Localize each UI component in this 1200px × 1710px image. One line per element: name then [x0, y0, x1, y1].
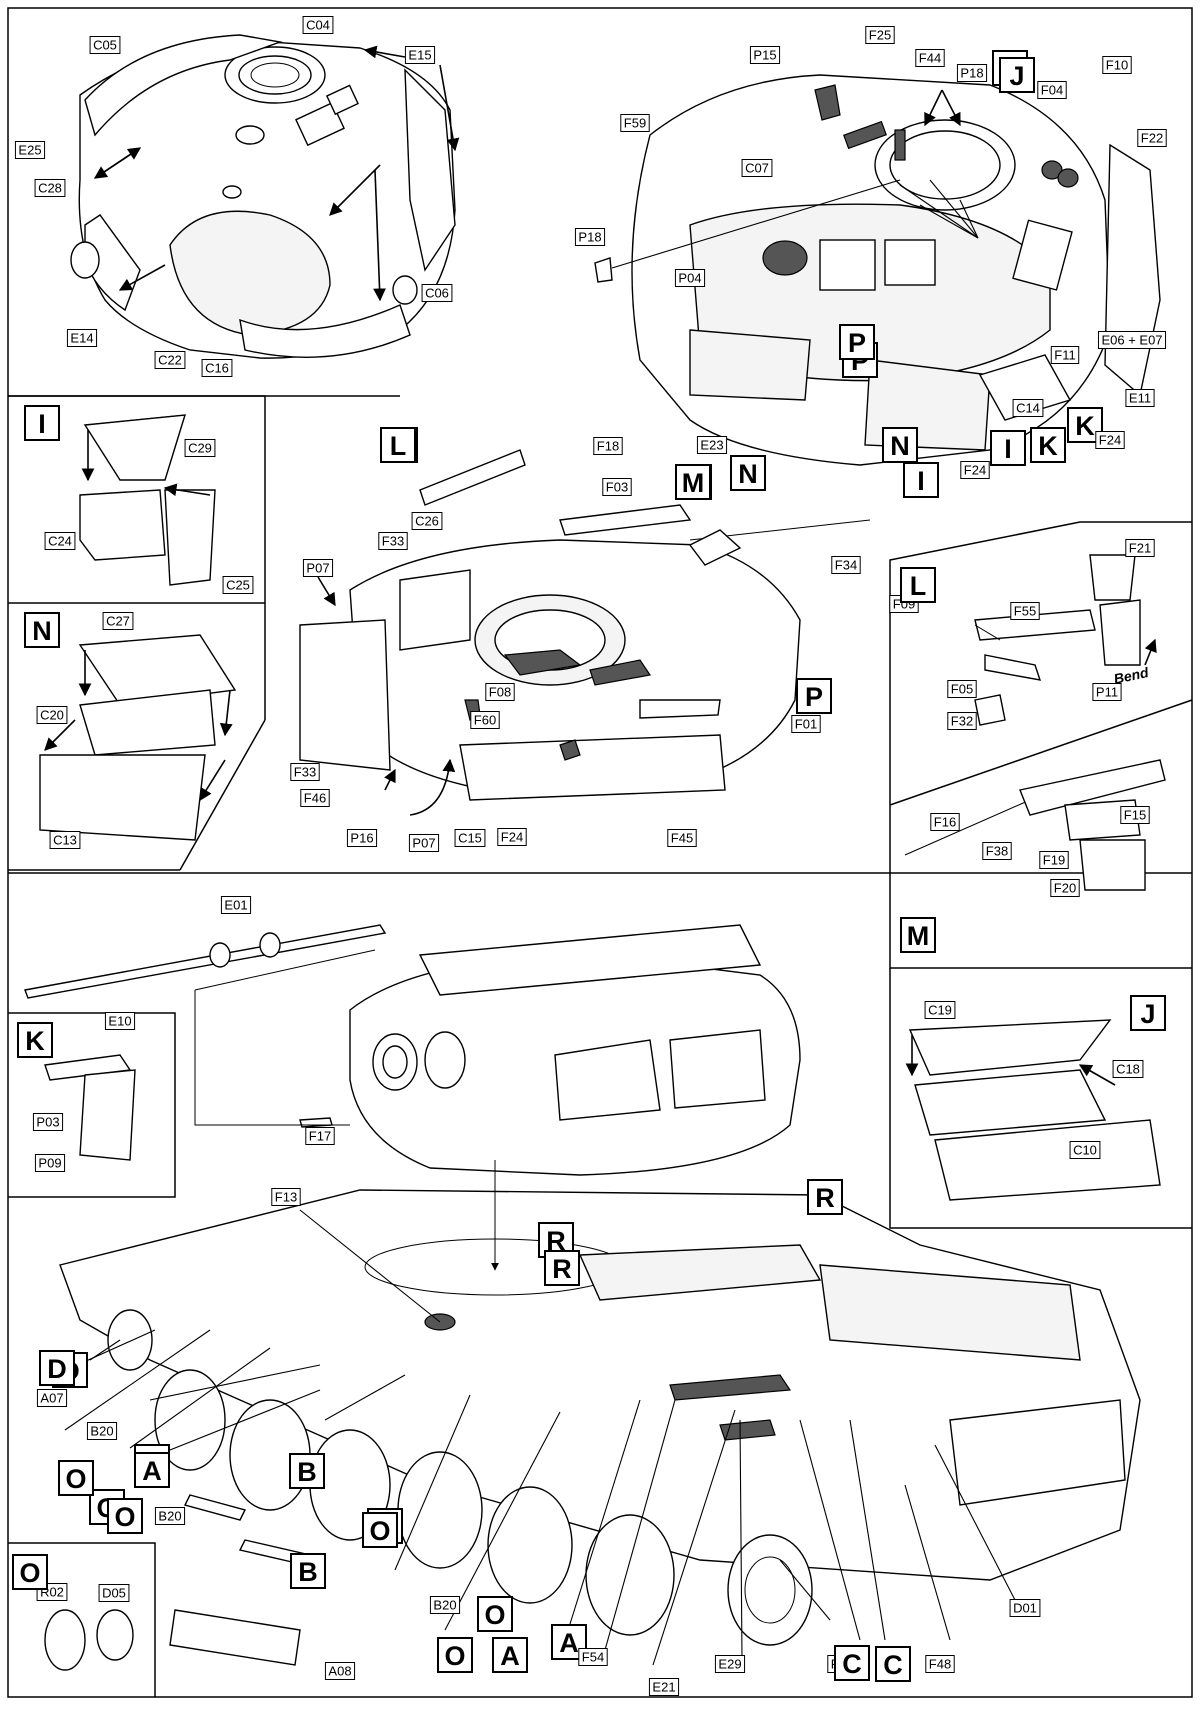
inset-I-parts — [79, 414, 216, 586]
inset-M-parts — [904, 759, 1166, 891]
inset-J-parts — [905, 1019, 1161, 1201]
center-arrows — [317, 576, 456, 816]
hull-parts-bottom-left — [44, 1494, 312, 1671]
turret-top-right — [594, 74, 1161, 466]
turret-roof-upper-left — [70, 34, 456, 359]
panel-frames — [7, 7, 1193, 1698]
turret-top-right-arrows — [611, 89, 979, 269]
hull-lower-assembly — [59, 1160, 1141, 1646]
upper-left-arrows — [93, 45, 460, 302]
inset-N-parts — [39, 634, 237, 841]
inset-L-parts — [974, 554, 1157, 726]
turret-with-main-gun — [24, 924, 801, 1176]
inset-K-parts — [44, 1054, 136, 1161]
turret-center-assembly — [299, 449, 871, 801]
